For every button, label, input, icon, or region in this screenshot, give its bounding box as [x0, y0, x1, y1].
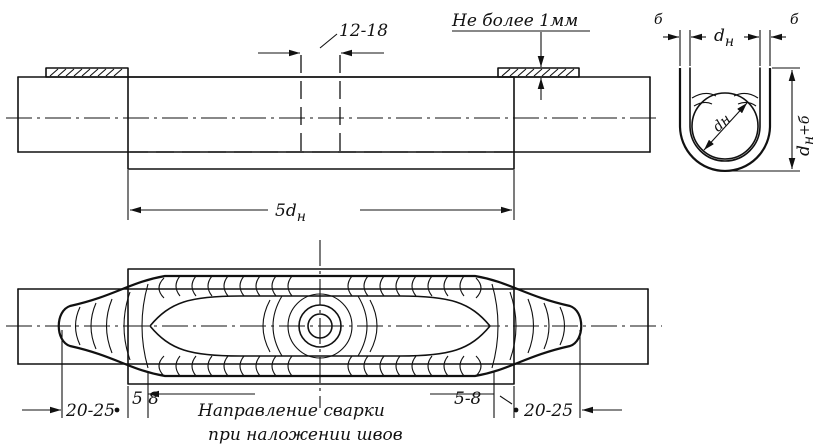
weld-hatch-left — [49, 68, 123, 77]
weld-beads-top — [175, 275, 465, 297]
length-label: 5dн — [275, 201, 306, 225]
pipe-section — [691, 92, 759, 160]
caption-line-1: Направление сварки — [197, 401, 385, 421]
end-left-label: 20-25 — [65, 401, 115, 421]
plug-arcs — [262, 295, 378, 357]
start-left-label: 5 8 — [132, 389, 159, 409]
plug-hole — [307, 313, 333, 339]
sleeve-outline — [127, 76, 515, 170]
pipe-diameter-arrow — [703, 102, 748, 151]
pipe-diameter-label: dн — [710, 111, 734, 135]
gap-label: 12-18 — [339, 21, 388, 41]
plug-ring-2 — [287, 293, 353, 359]
weld-bead-left — [45, 67, 129, 78]
end-left-dot — [114, 407, 120, 413]
wall-right-label: б — [790, 12, 799, 28]
cross-section-view: dн б б dн dн+б — [654, 12, 814, 173]
plug-ring-1 — [298, 304, 342, 348]
weld-seam-outline — [57, 274, 583, 378]
plan-view: 20-25 5 8 5-8 20-25 Направление сварки п… — [6, 240, 662, 445]
weld-seam-inner — [149, 295, 491, 357]
start-right-leader — [499, 395, 513, 405]
section-weld-fill — [691, 92, 759, 107]
weld-beads-left-taper — [74, 277, 165, 377]
start-right-label: 5-8 — [454, 389, 482, 409]
end-right-dot — [513, 407, 519, 413]
caption-line-2: при наложении швов — [208, 425, 403, 445]
wall-left-label: б — [654, 12, 663, 28]
sleeve-inner-u — [689, 67, 761, 162]
weld-hatch-right — [501, 68, 575, 77]
inner-diameter-label: dн — [714, 26, 734, 50]
weld-beads-right-taper — [475, 277, 566, 377]
side-view: 12-18 Не более 1мм 5dн — [6, 11, 660, 225]
weld-beads-bottom — [175, 355, 465, 377]
max-height-label: Не более 1мм — [451, 11, 578, 31]
end-right-label: 20-25 — [523, 401, 573, 421]
height-label: dн+б — [794, 115, 814, 156]
sleeve-outer-u — [678, 68, 772, 173]
gap-leader — [319, 33, 338, 49]
